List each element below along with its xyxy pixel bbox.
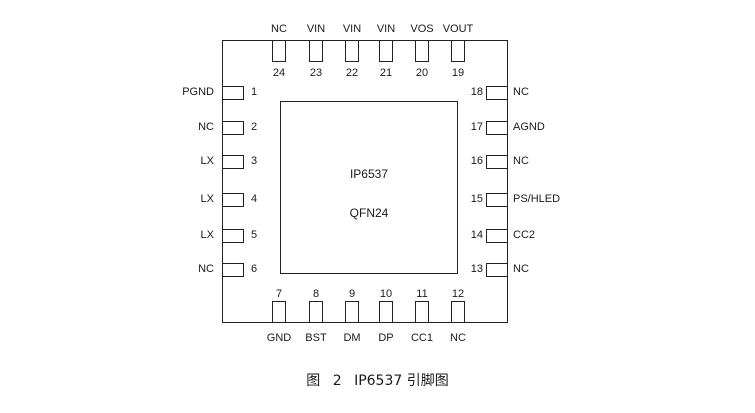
pin-23-number: 23 [309, 67, 323, 79]
pin-9-label: DM [343, 332, 361, 344]
pin-13-label: NC [513, 263, 529, 275]
pin-8-number: 8 [312, 288, 320, 300]
pin-16-label: NC [513, 155, 529, 167]
pin-16-number: 16 [470, 155, 483, 167]
pin-5-lead [222, 229, 244, 243]
pin-17-number: 17 [470, 121, 483, 133]
chip-package-type: QFN24 [349, 206, 389, 220]
caption-number: 2 [332, 373, 342, 389]
pin-16-lead [486, 155, 508, 169]
pin-14-label: CC2 [513, 229, 536, 241]
pin-1-label: PGND [182, 86, 214, 98]
pin-11-lead [415, 301, 429, 323]
pin-20-lead [415, 40, 429, 62]
pin-2-number: 2 [251, 121, 258, 133]
pin-20-label: VOS [410, 23, 434, 35]
pin-13-number: 13 [470, 263, 483, 275]
pin-21-lead [379, 40, 393, 62]
pin-19-label: VOUT [442, 23, 474, 35]
pin-21-label: VIN [376, 23, 396, 35]
pin-2-lead [222, 121, 244, 135]
pin-11-label: CC1 [410, 332, 433, 344]
pin-18-lead [486, 86, 508, 100]
pin-10-label: DP [378, 332, 394, 344]
pin-12-number: 12 [451, 288, 465, 300]
pin-23-lead [309, 40, 323, 62]
pin-24-lead [272, 40, 286, 62]
pin-17-lead [486, 121, 508, 135]
pin-15-label: PS/HLED [513, 193, 561, 205]
pin-19-number: 19 [451, 67, 465, 79]
pin-6-label: NC [198, 263, 214, 275]
pin-12-label: NC [450, 332, 466, 344]
pin-4-label: LX [200, 193, 214, 205]
figure-caption: 图 2 IP6537 引脚图 [0, 370, 755, 390]
pin-4-lead [222, 193, 244, 207]
caption-fig: 图 [306, 373, 321, 389]
pin-14-lead [486, 229, 508, 243]
pin-4-number: 4 [251, 193, 258, 205]
pin-19-lead [451, 40, 465, 62]
pin-3-lead [222, 155, 244, 169]
pin-7-label: GND [266, 332, 292, 344]
pin-5-label: LX [200, 229, 214, 241]
pin-11-number: 11 [416, 288, 428, 300]
pin-2-label: NC [198, 121, 214, 133]
pin-18-label: NC [513, 86, 529, 98]
caption-text: IP6537 引脚图 [354, 373, 449, 389]
pin-8-lead [309, 301, 323, 323]
pin-9-lead [345, 301, 359, 323]
pin-5-number: 5 [251, 229, 258, 241]
pin-14-number: 14 [470, 229, 483, 241]
pin-1-lead [222, 86, 244, 100]
pin-3-label: LX [200, 155, 214, 167]
pin-18-number: 18 [470, 86, 483, 98]
pin-15-lead [486, 193, 508, 207]
pin-22-lead [345, 40, 359, 62]
pin-23-label: VIN [306, 23, 326, 35]
pin-24-label: NC [271, 23, 287, 35]
pin-15-number: 15 [470, 193, 483, 205]
pin-7-number: 7 [275, 288, 283, 300]
pin-9-number: 9 [348, 288, 356, 300]
pin-3-number: 3 [251, 155, 258, 167]
exposed-pad [280, 101, 458, 274]
pin-10-lead [379, 301, 393, 323]
pin-12-lead [451, 301, 465, 323]
pin-20-number: 20 [415, 67, 429, 79]
pin-17-label: AGND [513, 121, 545, 133]
pin-6-number: 6 [251, 263, 258, 275]
pin-6-lead [222, 263, 244, 277]
pin-21-number: 21 [379, 67, 393, 79]
pin-7-lead [272, 301, 286, 323]
pin-10-number: 10 [379, 288, 393, 300]
pin-13-lead [486, 263, 508, 277]
pin-22-label: VIN [342, 23, 362, 35]
pin-22-number: 22 [345, 67, 359, 79]
pin-8-label: BST [305, 332, 327, 344]
chip-name: IP6537 [349, 167, 389, 181]
pin-24-number: 24 [272, 67, 286, 79]
pin-1-number: 1 [251, 86, 258, 98]
